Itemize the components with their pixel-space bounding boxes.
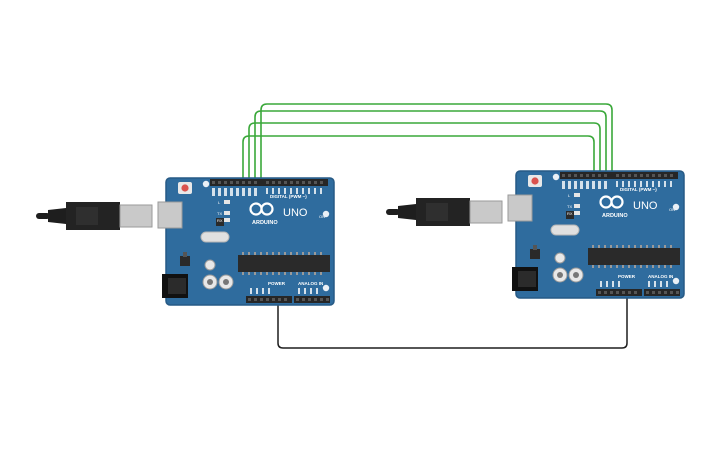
on-label: ON (319, 214, 325, 219)
digital-label: DIGITAL (PWM ~) (620, 187, 657, 192)
analog-label: ANALOG IN (298, 281, 323, 286)
arduino-uno-left[interactable]: ARDUINO UNO DIGITAL (PWM ~) POWER ANALOG… (156, 176, 336, 307)
tx-label: TX (217, 211, 222, 216)
on-label: ON (669, 207, 675, 212)
tx-label: TX (567, 204, 572, 209)
rx-label: RX (217, 218, 223, 223)
ground-wire (277, 295, 628, 349)
power-label: POWER (268, 281, 286, 286)
usb-cable-right[interactable] (385, 197, 503, 227)
wire-2 (248, 122, 601, 178)
analog-label: ANALOG IN (648, 274, 673, 279)
signal-wires (242, 103, 613, 178)
wire-1 (242, 135, 595, 178)
usb-cable-left[interactable] (35, 201, 153, 231)
digital-label: DIGITAL (PWM ~) (270, 194, 307, 199)
rx-label: RX (567, 211, 573, 216)
board-logo: ARDUINO (602, 213, 628, 219)
l-label: L (568, 193, 571, 198)
board-model: UNO (633, 200, 658, 212)
power-label: POWER (618, 274, 636, 279)
l-label: L (218, 200, 221, 205)
wire-3 (254, 110, 607, 178)
wire-4 (260, 103, 613, 178)
arduino-uno-right[interactable]: ARDUINO UNO DIGITAL (PWM ~) POWER ANALOG… (506, 169, 686, 300)
board-logo: ARDUINO (252, 220, 278, 226)
board-model: UNO (283, 207, 308, 219)
